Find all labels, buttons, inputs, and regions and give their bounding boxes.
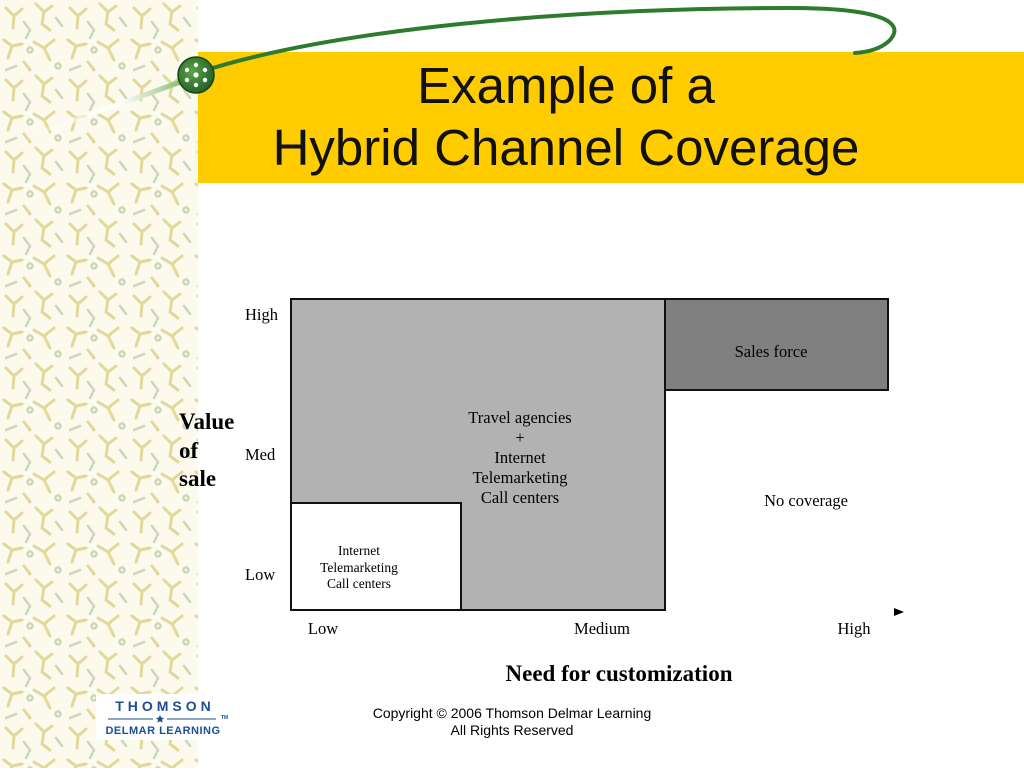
region-main-line: Travel agencies [420,408,620,428]
rights-line: All Rights Reserved [312,722,712,739]
region-main-line: Telemarketing [420,468,620,488]
region-main-line: Call centers [420,488,620,508]
title-line-1: Example of a [266,55,866,117]
y-axis-title-line: of [179,437,234,466]
region-sales-label: Sales force [660,343,882,361]
logo-wordmark: THOMSON [98,699,232,713]
copyright-notice: Copyright © 2006 Thomson Delmar Learning… [312,705,712,739]
no-coverage-line: No coverage [746,492,866,510]
thomson-delmar-logo: THOMSON TM DELMAR LEARNING [96,694,230,740]
x-tick-high: High [814,620,894,638]
region-low-label: Internet Telemarketing Call centers [309,543,409,593]
y-tick-high: High [245,306,278,324]
region-low-line: Call centers [309,576,409,593]
logo-subtitle: DELMAR LEARNING [96,726,230,737]
globe-badge-icon [178,57,214,93]
region-sales-line: Sales force [660,343,882,361]
y-axis-title-line: Value [179,408,234,437]
y-tick-med: Med [245,446,275,464]
slide-title: Example of a Hybrid Channel Coverage [266,55,866,179]
y-axis-title: Value of sale [179,408,234,494]
region-main-label: Travel agencies + Internet Telemarketing… [420,408,620,508]
logo-trademark: TM [221,716,228,721]
region-low-line: Internet [309,543,409,560]
region-main-line: Internet [420,448,620,468]
title-line-2: Hybrid Channel Coverage [266,117,866,179]
star-icon [108,715,218,723]
x-tick-medium: Medium [552,620,652,638]
x-axis-title: Need for customization [459,662,779,686]
x-tick-low: Low [293,620,353,638]
copyright-line: Copyright © 2006 Thomson Delmar Learning [312,705,712,722]
region-main-line: + [420,428,620,448]
arrow-right-icon [894,608,904,616]
region-low-line: Telemarketing [309,560,409,577]
y-axis-title-line: sale [179,465,234,494]
y-tick-low: Low [245,566,275,584]
swoosh-tail [20,80,186,140]
no-coverage-label: No coverage [746,492,866,510]
